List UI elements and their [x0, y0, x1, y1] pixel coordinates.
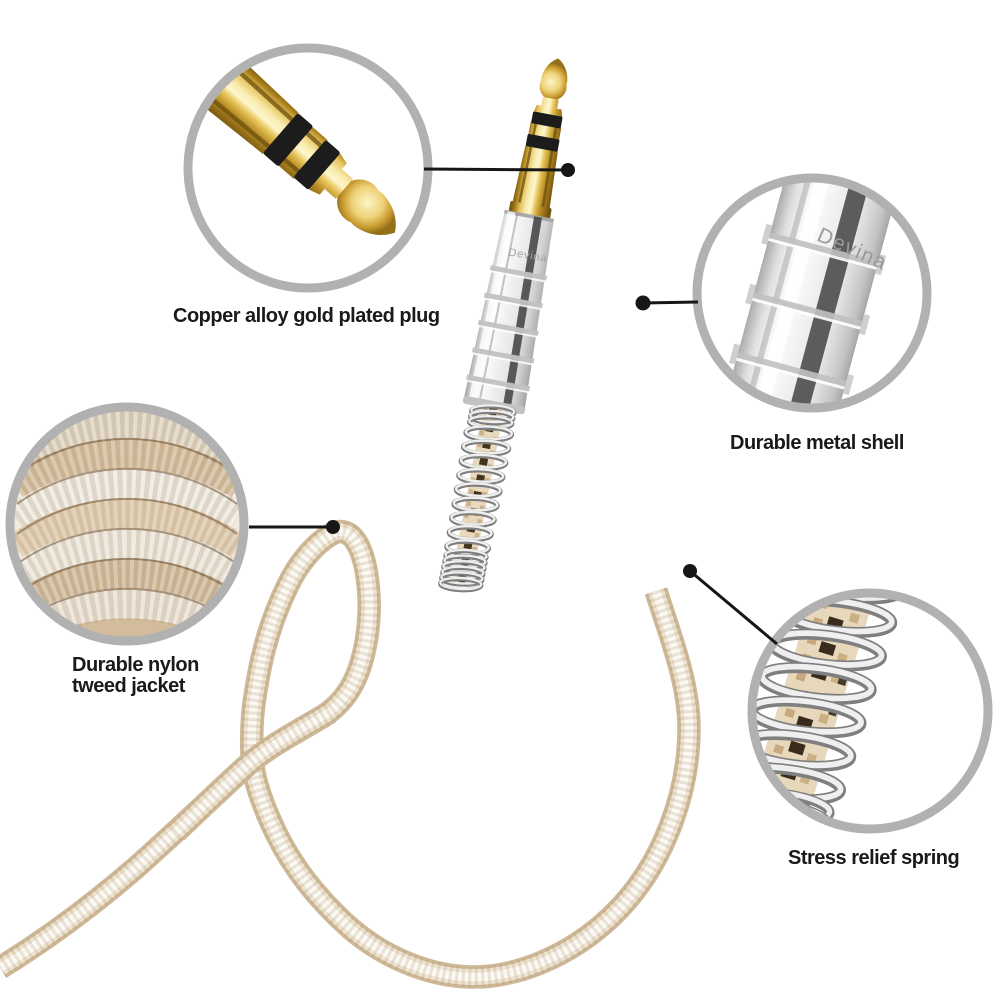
callout-dot-tweed-jacket — [326, 520, 340, 534]
callout-line-metal-shell — [642, 300, 699, 305]
braided-strands — [14, 411, 240, 637]
callout-line-stress-spring — [689, 569, 778, 646]
callout-label-stress-spring: Stress relief spring — [788, 847, 959, 869]
callout-label-gold-plug: Copper alloy gold plated plug — [173, 305, 440, 327]
callout-label-tweed-jacket-line2: tweed jacket — [72, 675, 186, 697]
gold-collar — [508, 201, 552, 220]
callout-line-gold-plug — [423, 167, 569, 172]
callout-circle-metal-shell: Devina — [692, 173, 932, 413]
gold-plug-zoom-view — [192, 52, 424, 284]
magnifier-ring-stress-spring — [747, 588, 993, 834]
metal-shell-zoom-view: Devina — [701, 182, 923, 404]
callout-circle-tweed-jacket — [5, 402, 249, 646]
cable-crossing-over-strand — [167, 701, 337, 841]
trs-plug: Devina — [438, 53, 579, 593]
magnifier-ring-tweed-jacket — [5, 402, 249, 646]
callout-label-metal-shell: Durable metal shell — [730, 432, 904, 454]
metal-shell: Devina — [462, 209, 554, 415]
tweed-jacket-zoom-view — [14, 411, 240, 637]
magnifier-ring-metal-shell — [692, 173, 932, 413]
callout-dot-stress-spring — [683, 564, 697, 578]
strain-relief-spring — [438, 404, 517, 593]
callout-circle-gold-plug — [183, 43, 433, 293]
shell-zoom-dark-stripe — [774, 182, 884, 404]
cable-braid-texture — [0, 521, 700, 988]
cable — [0, 519, 701, 989]
gold-plug-tip — [510, 53, 579, 215]
callout-label-tweed-jacket-line1: Durable nylon — [72, 654, 199, 676]
callout-dot-gold-plug — [561, 163, 575, 177]
spring-coils — [438, 404, 517, 593]
callout-dots — [326, 163, 697, 578]
callout-dot-metal-shell — [635, 295, 651, 311]
callout-leaders — [249, 167, 778, 646]
shell-ridges — [466, 265, 548, 392]
